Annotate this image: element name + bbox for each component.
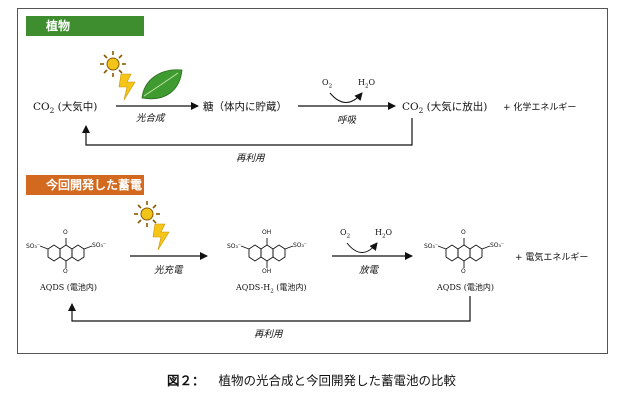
o2-label-top: O2 [322, 78, 333, 90]
o-label-left-bottom: O [63, 268, 68, 275]
lightning-bolt-icon [118, 73, 136, 101]
reuse-loop-top [82, 118, 413, 146]
figure-caption: 図２： 植物の光合成と今回開発した蓄電池の比較 [0, 370, 623, 389]
plants-section-label: 植物 [26, 16, 144, 36]
sun-icon [100, 51, 126, 77]
aqds-molecule-left [39, 238, 93, 268]
caption-text: 植物の光合成と今回開発した蓄電池の比較 [218, 373, 457, 388]
aqds-h2-label: AQDS-H2 (電池内) [236, 283, 307, 295]
aqds-left-label: AQDS (電池内) [40, 283, 98, 292]
so3-label-mid-1: SO₃⁻ [227, 243, 242, 250]
so3-label-left-2: SO₃⁻ [92, 242, 107, 249]
battery-section-label: 今回開発した蓄電池 [26, 175, 144, 212]
so3-label-right-2: SO₃⁻ [490, 242, 505, 249]
so3-label-mid-2: SO₃⁻ [293, 242, 308, 249]
reuse-label-top: 再利用 [236, 153, 265, 164]
aqds-right-label: AQDS (電池内) [437, 283, 495, 292]
sugar-storage-label: 糖（体内に貯蔵） [203, 101, 287, 113]
aqds-molecule-right [437, 238, 491, 268]
so3-label-right-1: SO₃⁻ [424, 243, 439, 250]
reuse-label-bottom: 再利用 [254, 329, 283, 340]
discharge-label: 放電 [359, 265, 379, 276]
co2-atmosphere-label: CO2 (大気中) [33, 101, 98, 116]
electric-energy-label: + 電気エネルギー [515, 253, 589, 263]
o2-label-bottom: O2 [340, 228, 351, 240]
oh-label-mid-top: OH [262, 229, 272, 236]
photosynthesis-label: 光合成 [136, 113, 165, 124]
o-label-right-top: O [461, 229, 466, 236]
o-label-right-bottom: O [461, 268, 466, 275]
lightning-bolt-icon [152, 223, 170, 251]
o2-to-h2o-curve-bottom [346, 242, 378, 253]
leaf-icon [141, 69, 183, 100]
oh-label-mid-bottom: OH [262, 268, 272, 275]
co2-release-label: CO2 (大気に放出) [402, 101, 488, 116]
h2o-label-bottom: H2O [375, 228, 393, 240]
aqds-h2-molecule [240, 238, 294, 268]
o-label-left-top: O [63, 229, 68, 236]
h2o-label-top: H2O [358, 78, 376, 90]
figure-number: 図２： [166, 373, 205, 388]
reuse-loop-bottom [68, 296, 471, 322]
so3-label-left-1: SO₃⁻ [26, 243, 41, 250]
o2-to-h2o-curve-top [329, 92, 363, 103]
chemical-energy-label: + 化学エネルギー [503, 103, 577, 113]
photo-charge-label: 光充電 [154, 265, 183, 276]
respiration-label: 呼吸 [337, 115, 357, 126]
sun-icon [134, 201, 160, 227]
